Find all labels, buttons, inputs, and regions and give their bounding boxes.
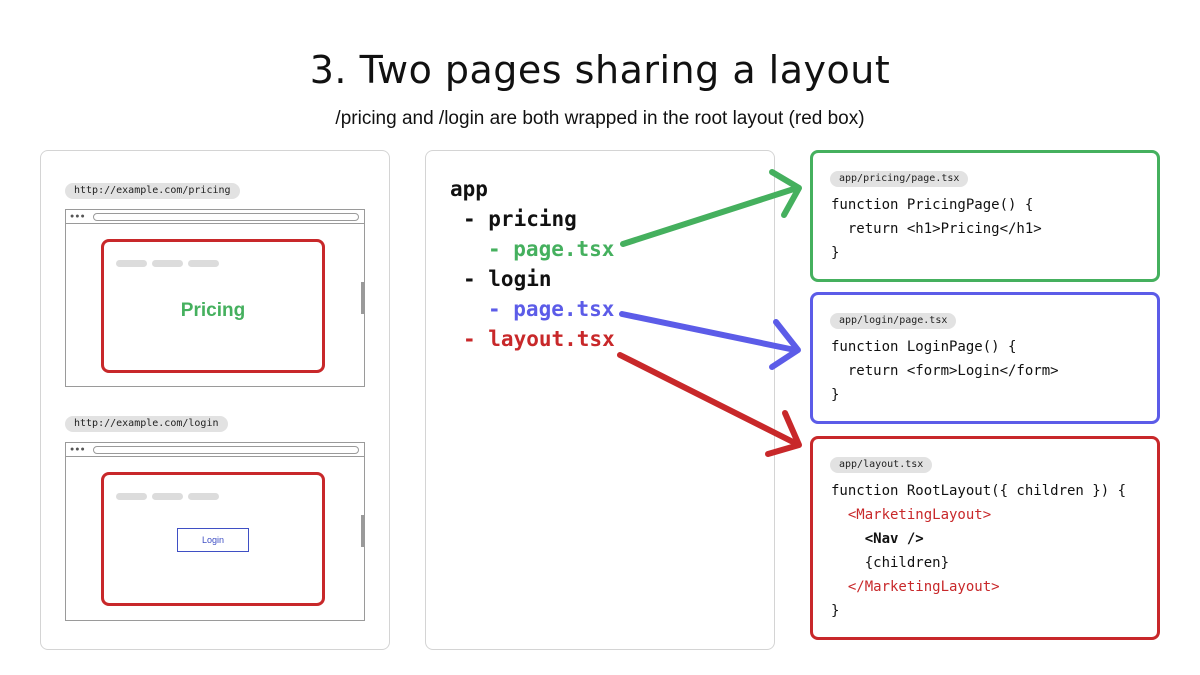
code-line: return <form>Login</form> — [831, 363, 1059, 379]
code-block: function PricingPage() { return <h1>Pric… — [831, 193, 1042, 265]
nav-item-placeholder — [152, 493, 183, 500]
scrollbar[interactable] — [361, 515, 364, 547]
address-bar[interactable] — [93, 213, 359, 221]
tree-app-folder: app — [450, 177, 488, 201]
code-line: function RootLayout({ children }) { — [831, 483, 1127, 499]
file-path-pill: app/login/page.tsx — [830, 313, 957, 329]
nav-item-placeholder — [116, 260, 147, 267]
tree-layout-file: - layout.tsx — [463, 327, 615, 351]
nav-item-placeholder — [188, 493, 219, 500]
pricing-code-card: app/pricing/page.tsx function PricingPag… — [810, 150, 1160, 282]
layout-code-card: app/layout.tsx function RootLayout({ chi… — [810, 436, 1160, 640]
nav-placeholder — [116, 254, 224, 272]
browser-toolbar: ●●● — [66, 443, 364, 457]
file-path-pill: app/layout.tsx — [830, 457, 933, 473]
three-dots-icon: ●●● — [70, 446, 86, 453]
code-line: } — [831, 245, 840, 261]
nav-item-placeholder — [152, 260, 183, 267]
root-layout-box: Pricing — [101, 239, 325, 373]
three-dots-icon: ●●● — [70, 213, 86, 220]
diagram-title: 3. Two pages sharing a layout — [309, 48, 891, 92]
scrollbar[interactable] — [361, 282, 364, 314]
code-block: function LoginPage() { return <form>Logi… — [831, 335, 1059, 407]
code-block: function RootLayout({ children }) { <Mar… — [831, 479, 1126, 623]
tree-pricing-folder: - pricing — [463, 207, 577, 231]
file-tree-panel: app - pricing - page.tsx - login - page.… — [425, 150, 775, 650]
tree-login-folder: - login — [463, 267, 552, 291]
pricing-url-pill: http://example.com/pricing — [65, 183, 240, 199]
pricing-heading: Pricing — [180, 300, 246, 321]
login-code-card: app/login/page.tsx function LoginPage() … — [810, 292, 1160, 424]
address-bar[interactable] — [93, 446, 359, 454]
tree-pricing-page: - page.tsx — [488, 237, 615, 261]
file-path-pill: app/pricing/page.tsx — [830, 171, 969, 187]
login-browser-window: ●●● Login — [65, 442, 365, 621]
nav-item-placeholder — [116, 493, 147, 500]
login-button[interactable]: Login — [177, 528, 249, 552]
code-line: {children} — [831, 555, 950, 571]
arrow-login-head — [769, 319, 801, 370]
root-layout-box: Login — [101, 472, 325, 606]
login-url-pill: http://example.com/login — [65, 416, 228, 432]
nav-placeholder — [116, 487, 224, 505]
code-line: </MarketingLayout> — [831, 579, 1000, 595]
browser-mockups-panel: http://example.com/pricing ●●● Pricing h… — [40, 150, 390, 650]
tree-login-page: - page.tsx — [488, 297, 615, 321]
code-line: return <h1>Pricing</h1> — [831, 221, 1042, 237]
arrow-pricing-head — [769, 169, 802, 218]
browser-toolbar: ●●● — [66, 210, 364, 224]
code-line: <MarketingLayout> — [831, 507, 992, 523]
nav-item-placeholder — [188, 260, 219, 267]
code-line: } — [831, 387, 840, 403]
code-line: function PricingPage() { — [831, 197, 1034, 213]
pricing-browser-window: ●●● Pricing — [65, 209, 365, 387]
code-line: } — [831, 603, 840, 619]
code-line: function LoginPage() { — [831, 339, 1017, 355]
diagram-subtitle: /pricing and /login are both wrapped in … — [335, 108, 865, 129]
code-line: <Nav /> — [831, 531, 924, 547]
